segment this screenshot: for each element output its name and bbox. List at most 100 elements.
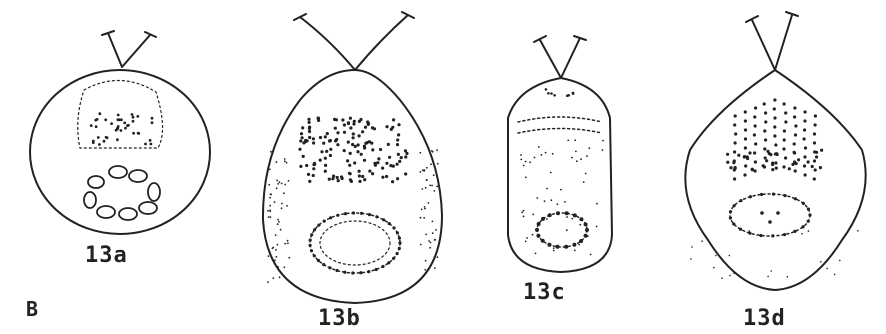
- stipple-dot: [423, 217, 425, 219]
- stipple-dot: [419, 171, 421, 173]
- stipple-dot: [793, 151, 796, 154]
- stipple-dot: [398, 237, 401, 240]
- stipple-dot: [340, 175, 343, 178]
- stipple-dot: [308, 130, 311, 133]
- stipple-dot: [762, 164, 765, 167]
- stipple-dot: [381, 176, 384, 179]
- stipple-dot: [803, 137, 806, 140]
- stipple-dot: [324, 135, 327, 138]
- stipple-dot: [397, 123, 400, 126]
- stipple-dot: [322, 142, 325, 145]
- stipple-dot: [351, 271, 354, 274]
- stipple-dot: [425, 260, 427, 262]
- stipple-dot: [268, 255, 270, 257]
- stipple-dot: [732, 161, 735, 164]
- stipple-dot: [782, 147, 785, 150]
- stipple-dot: [277, 219, 279, 221]
- stipple-dot: [783, 138, 786, 141]
- stipple-dot: [428, 202, 430, 204]
- stipple-dot: [90, 124, 93, 127]
- stipple-dot: [421, 188, 423, 190]
- stipple-dot: [794, 169, 797, 172]
- stipple-dot: [267, 210, 269, 212]
- stipple-dot: [301, 136, 304, 139]
- stipple-dot: [132, 132, 135, 135]
- stipple-dot: [336, 269, 339, 272]
- stipple-dot: [691, 246, 693, 248]
- stipple-dot: [556, 211, 560, 215]
- nucleus-ring-13a: [84, 166, 160, 220]
- stipple-dot: [352, 211, 355, 214]
- stipple-dot: [347, 122, 350, 125]
- stipple-dot: [536, 234, 540, 238]
- stipple-dot: [149, 139, 152, 142]
- stipple-dot: [760, 193, 763, 196]
- stipple-dot: [751, 168, 754, 171]
- stipple-dot: [746, 157, 749, 160]
- stipple-dot: [284, 243, 286, 245]
- stipple-dot: [729, 275, 731, 277]
- stipple-dot: [286, 162, 288, 164]
- stipple-dot: [308, 180, 311, 183]
- stipple-dot: [276, 256, 278, 258]
- stipple-dot: [760, 211, 764, 215]
- stipple-dot: [734, 114, 737, 117]
- stipple-dot: [567, 94, 570, 97]
- stipple-dot: [400, 156, 403, 159]
- stipple-dot: [535, 253, 537, 255]
- stipple-dot: [772, 193, 775, 196]
- stipple-dot: [269, 205, 271, 207]
- stipple-dot: [804, 110, 807, 113]
- stipple-dot: [422, 169, 424, 171]
- stipple-dot: [579, 224, 581, 226]
- stipple-dot: [301, 126, 304, 129]
- stipple-dot: [857, 230, 859, 232]
- stipple-dot: [348, 164, 351, 167]
- stipple-dot: [284, 184, 286, 186]
- stipple-dot: [811, 165, 814, 168]
- stipple-dot: [361, 130, 364, 133]
- stipple-dot: [784, 111, 787, 114]
- stipple-dot: [373, 162, 376, 165]
- stipple-dot: [300, 132, 303, 135]
- stipple-dot: [288, 180, 290, 182]
- stipple-dot: [317, 224, 320, 227]
- stipple-dot: [764, 111, 767, 114]
- stipple-dot: [553, 94, 556, 97]
- stipple-dot: [302, 155, 305, 158]
- stipple-dot: [573, 244, 575, 246]
- stipple-dot: [360, 153, 363, 156]
- stipple-dot: [769, 153, 772, 156]
- stipple-dot: [392, 226, 395, 229]
- stipple-dot: [748, 230, 750, 232]
- stipple-dot: [802, 202, 805, 205]
- stipple-dot: [426, 179, 428, 181]
- stipple-dot: [814, 114, 817, 117]
- stipple-dot: [307, 118, 310, 121]
- stipple-dot: [436, 149, 438, 151]
- stipple-dot: [726, 161, 729, 164]
- stipple-dot: [281, 183, 283, 185]
- stipple-dot: [308, 136, 311, 139]
- stipple-dot: [373, 127, 376, 130]
- stipple-dot: [392, 165, 395, 168]
- stipple-dot: [820, 149, 823, 152]
- stipple-dot: [105, 136, 108, 139]
- stipple-dot: [733, 272, 735, 274]
- stipple-dot: [337, 179, 340, 182]
- stipple-dot: [537, 222, 541, 226]
- stipple-dot: [269, 197, 271, 199]
- stipple-dot: [437, 163, 439, 165]
- stipple-dot: [432, 221, 434, 223]
- stipple-dot: [580, 158, 582, 160]
- stipple-dot: [97, 136, 100, 139]
- stipple-dot: [371, 172, 374, 175]
- stipple-dot: [329, 216, 332, 219]
- stipple-dot: [323, 220, 326, 223]
- stipple-dot: [743, 173, 746, 176]
- stipple-dot: [733, 150, 736, 153]
- stipple-dot: [396, 177, 399, 180]
- stipple-dot: [733, 204, 736, 207]
- stipple-dot: [310, 233, 313, 236]
- stipple-dot: [793, 230, 796, 233]
